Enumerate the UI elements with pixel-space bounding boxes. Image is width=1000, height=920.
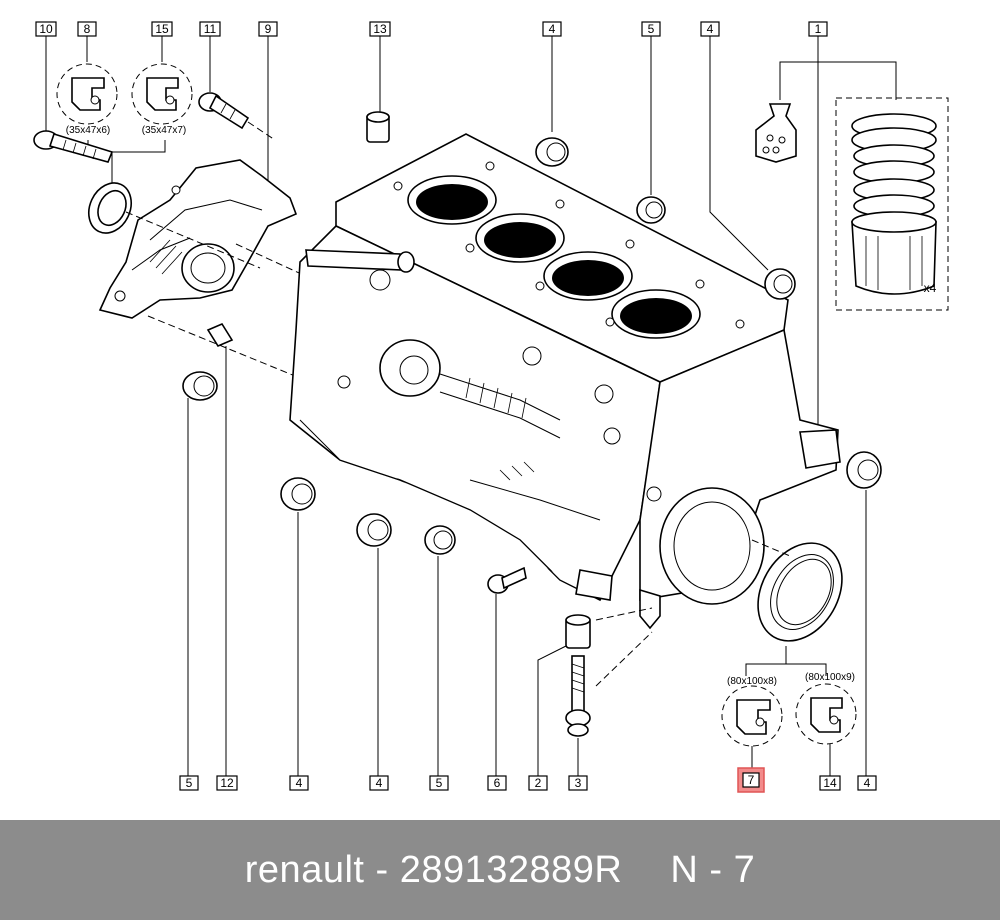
callout-4-top-left: 4: [542, 21, 562, 132]
bearing-5-lower: [424, 525, 456, 555]
callout-7-highlighted: 7: [737, 767, 765, 793]
seal-detail-14: (80x100x9): [795, 672, 857, 745]
callout-4-top-right: 4: [700, 21, 769, 271]
callout-3: 3: [568, 775, 588, 791]
callout-15: 15: [151, 21, 173, 62]
front-housing-9: [98, 159, 298, 319]
cylinder-block: [289, 133, 841, 630]
callout-13: 13: [369, 21, 391, 112]
bearing-4-upper-right: [764, 268, 796, 300]
svg-text:(80x100x8): (80x100x8): [727, 676, 777, 687]
svg-text:4: 4: [864, 776, 871, 790]
bearing-4-lower-mid: [356, 513, 392, 547]
rear-seal-ring: [757, 542, 843, 642]
bearing-5-upper: [636, 196, 666, 224]
svg-text:(80x100x9): (80x100x9): [805, 672, 855, 683]
bearing-5-left: [182, 371, 218, 401]
callout-5-bottom-left: 5: [179, 775, 199, 791]
svg-text:13: 13: [373, 22, 387, 36]
svg-text:4: 4: [296, 776, 303, 790]
svg-text:4: 4: [707, 22, 714, 36]
callout-9: 9: [258, 21, 278, 180]
bolt-10: [33, 130, 114, 163]
dowel-12: [206, 322, 234, 348]
callout-11: 11: [199, 21, 221, 92]
svg-text:4: 4: [549, 22, 556, 36]
svg-text:9: 9: [265, 22, 272, 36]
svg-text:5: 5: [186, 776, 193, 790]
svg-text:15: 15: [155, 22, 169, 36]
diagram-canvas: 10 8 15 11 9 13 4 5 4: [33, 21, 949, 793]
grease-sachet: [755, 103, 797, 163]
seal-detail-8: (35x47x6): [56, 63, 118, 136]
svg-text:6: 6: [494, 776, 501, 790]
callout-5-bottom: 5: [429, 775, 449, 791]
bearing-4-lower-left: [280, 477, 316, 511]
callout-6: 6: [487, 775, 507, 791]
callout-4-bottom-b: 4: [369, 775, 389, 791]
svg-text:1: 1: [815, 22, 822, 36]
svg-text:4: 4: [376, 776, 383, 790]
callout-10: 10: [35, 21, 57, 132]
svg-text:x4: x4: [924, 281, 937, 295]
banner-text: renault - 289132889R N - 7: [245, 849, 755, 892]
position-number: N - 7: [670, 848, 756, 891]
part-number-banner: renault - 289132889R N - 7: [0, 820, 1000, 920]
seal-detail-7: (80x100x8): [721, 676, 783, 747]
svg-text:(35x47x6): (35x47x6): [66, 125, 110, 136]
svg-text:7: 7: [748, 773, 755, 787]
callout-4-bottom-a: 4: [289, 775, 309, 791]
dowel-2: [565, 614, 591, 649]
svg-text:11: 11: [204, 22, 217, 36]
svg-text:2: 2: [535, 776, 542, 790]
callout-14: 14: [819, 775, 841, 791]
svg-text:12: 12: [220, 776, 234, 790]
exploded-diagram: 10 8 15 11 9 13 4 5 4: [33, 21, 949, 793]
bolt-11: [198, 92, 250, 130]
piston-set: x4: [835, 97, 949, 311]
svg-text:8: 8: [84, 22, 91, 36]
seal-ring-8-15: [88, 182, 132, 234]
callout-2: 2: [528, 775, 548, 791]
brand-part-number: renault - 289132889R: [244, 848, 623, 891]
callout-12: 12: [216, 775, 238, 791]
svg-text:5: 5: [436, 776, 443, 790]
svg-text:10: 10: [39, 22, 53, 36]
callout-5-top: 5: [641, 21, 661, 195]
bolt-6: [487, 566, 527, 594]
callout-1: 1: [779, 21, 897, 428]
seal-detail-15: (35x47x7): [131, 63, 193, 136]
svg-text:3: 3: [575, 776, 582, 790]
callout-4-bottom-right: 4: [857, 775, 877, 791]
callout-8: 8: [77, 21, 97, 62]
svg-text:(35x47x7): (35x47x7): [142, 125, 186, 136]
svg-text:5: 5: [648, 22, 655, 36]
bolt-3: [565, 655, 591, 737]
svg-text:14: 14: [823, 776, 837, 790]
dowel-13: [366, 111, 390, 143]
bearing-4-right: [846, 451, 882, 489]
bearing-4-upper-left: [535, 137, 569, 167]
